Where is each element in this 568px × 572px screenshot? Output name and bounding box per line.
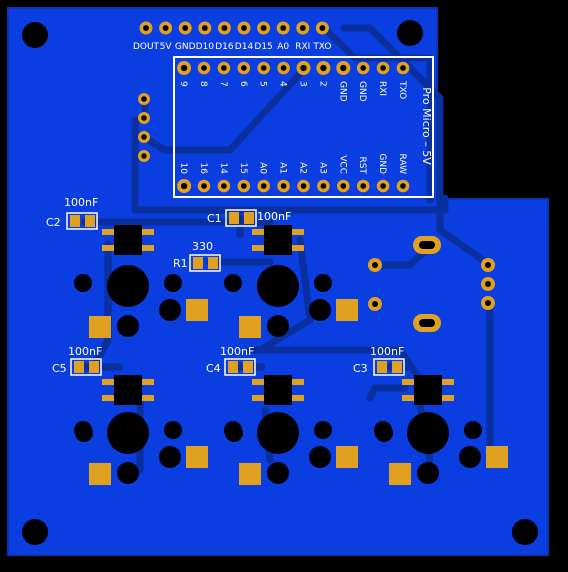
capacitor-c2: C2 100nF (46, 196, 98, 230)
header-label: D16 (215, 42, 234, 52)
pro-micro-label: 10 (178, 163, 188, 175)
led-5 (402, 375, 454, 405)
pro-micro-label: RST (357, 157, 367, 175)
svg-text:C5: C5 (52, 362, 67, 375)
pro-micro-label: A0 (258, 162, 268, 174)
capacitor-c3: C3 100nF (353, 345, 405, 376)
svg-text:C2: C2 (46, 216, 61, 229)
pro-micro-label: GND (337, 81, 347, 102)
header-label: D15 (254, 42, 272, 52)
pro-micro-label: A3 (317, 162, 327, 174)
header-label: RXI (295, 42, 310, 52)
pro-micro-top-row: TXO RXI GND GND 2 3 4 5 6 7 8 9 (177, 61, 410, 102)
mount-hole-bottom-right (512, 519, 538, 545)
header-label: DOUT (133, 42, 160, 52)
svg-text:100nF: 100nF (220, 345, 254, 358)
svg-text:100nF: 100nF (257, 210, 291, 223)
pro-micro-bottom-row: RAW GND RST VCC A3 A2 A1 A0 15 14 16 10 (177, 153, 410, 193)
svg-text:R1: R1 (173, 257, 188, 270)
pro-micro-label: 8 (198, 81, 208, 87)
pro-micro-label: 3 (298, 81, 308, 87)
led-4 (252, 375, 304, 405)
header-label: TXO (312, 42, 331, 52)
pro-micro-label: TXO (397, 80, 407, 99)
pro-micro-label: GND (357, 81, 367, 102)
svg-text:100nF: 100nF (68, 345, 102, 358)
pro-micro-label: 14 (218, 163, 228, 175)
pro-micro-label: GND (377, 153, 387, 174)
mount-hole-top-right (397, 20, 423, 46)
pro-micro-label: RAW (397, 154, 407, 175)
header-label: 5V (160, 42, 173, 52)
pro-micro-label: A2 (298, 162, 308, 174)
svg-text:C1: C1 (207, 212, 222, 225)
pro-micro-label: 9 (178, 81, 188, 87)
resistor-r1: R1 330 (173, 240, 221, 272)
switch-2 (224, 265, 358, 338)
led-1 (102, 225, 154, 255)
svg-text:330: 330 (192, 240, 213, 253)
led-3 (102, 375, 154, 405)
pro-micro-label: 4 (278, 81, 288, 87)
key-switches (74, 265, 508, 485)
svg-text:100nF: 100nF (370, 345, 404, 358)
audio-jack (413, 236, 441, 332)
pro-micro-label: A1 (278, 162, 288, 174)
header-label: D14 (235, 42, 254, 52)
pro-micro-label: 6 (238, 81, 248, 87)
pro-micro-label: 2 (317, 81, 327, 87)
capacitor-c4: C4 100nF (206, 345, 256, 376)
pro-micro-label: 7 (218, 81, 228, 87)
header-label: D10 (196, 42, 215, 52)
svg-text:C4: C4 (206, 362, 221, 375)
capacitor-c5: C5 100nF (52, 345, 102, 376)
left-pin-column (138, 93, 150, 162)
pro-micro-title: Pro Micro – 5V (420, 87, 433, 165)
capacitor-c1: C1 100nF (207, 209, 291, 227)
header-label: A0 (277, 42, 289, 52)
header-label: GND (175, 42, 196, 52)
leds (102, 225, 454, 405)
svg-text:C3: C3 (353, 362, 368, 375)
pro-micro-label: RXI (377, 81, 387, 96)
mount-hole-top-left (22, 22, 48, 48)
mount-hole-bottom-left (22, 519, 48, 545)
svg-text:100nF: 100nF (64, 196, 98, 209)
led-2 (252, 225, 304, 255)
pro-micro-label: 16 (198, 163, 208, 175)
switch-1 (74, 265, 208, 338)
pro-micro-outline (173, 56, 434, 198)
pro-micro-label: 15 (238, 163, 248, 174)
pro-micro-label: VCC (337, 155, 347, 174)
right-connector (481, 258, 495, 310)
pro-micro-label: 5 (258, 81, 268, 87)
